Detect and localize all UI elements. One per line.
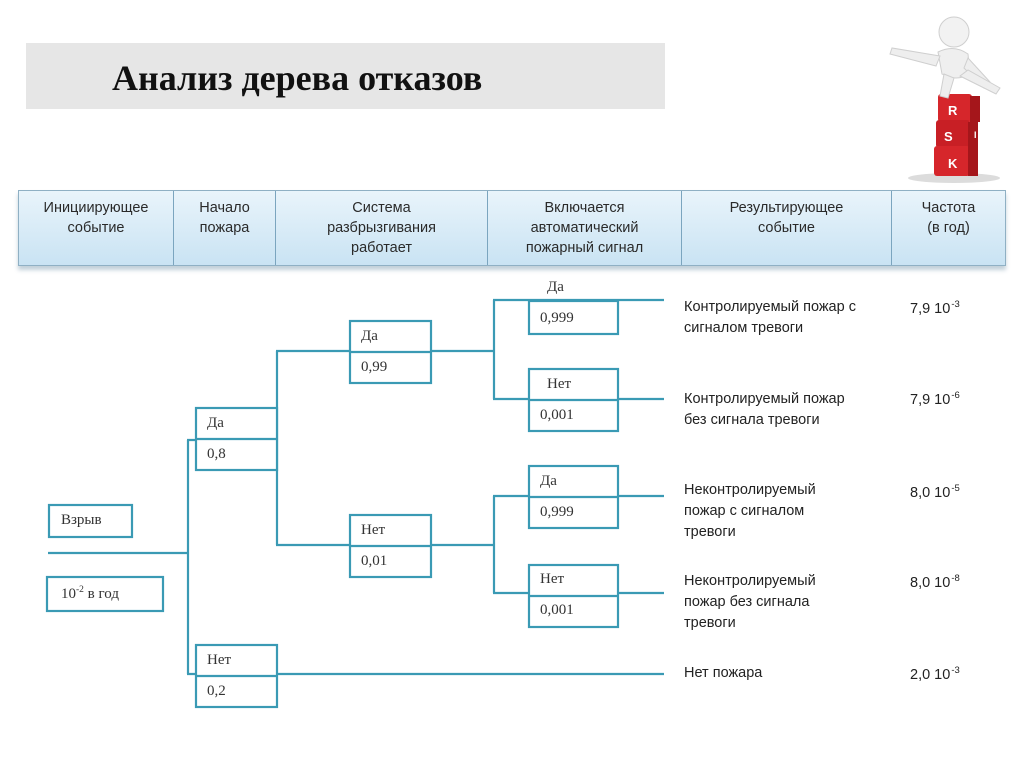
cube-letter: R	[948, 103, 958, 118]
alarm-no-1-value: 0,001	[540, 407, 574, 423]
cube-letter: S	[944, 129, 953, 144]
page-title: Анализ дерева отказов	[112, 58, 483, 98]
frequency-base: 2,0 10	[910, 667, 951, 683]
initiating-frequency-base: 10	[61, 586, 76, 602]
alarm-no-2-label: Нет	[540, 571, 565, 587]
header-alarm: Включается автоматический пожарный сигна…	[488, 191, 682, 265]
frequency-base: 8,0 10	[910, 485, 951, 501]
risk-mascot-icon: R I S K	[889, 16, 1001, 183]
cube-letter: K	[948, 156, 958, 171]
outcome-event: Контролируемый пожар без сигнала тревоги	[684, 391, 845, 428]
outcome-event: Неконтролируемый пожар с сигналом тревог…	[684, 482, 816, 540]
initiating-frequency-unit: в год	[83, 586, 119, 602]
frequency-exponent: -8	[951, 573, 960, 584]
initiating-frequency-exponent: -2	[76, 585, 84, 595]
frequency-base: 8,0 10	[910, 575, 951, 591]
outcome-frequency: 7,9 10-6	[910, 390, 960, 408]
frequency-exponent: -6	[951, 390, 960, 401]
sprinkler-no-label: Нет	[361, 522, 386, 538]
title-bar: Анализ дерева отказов	[26, 43, 665, 109]
header-initiating-event: Инициирующее событие	[19, 191, 174, 265]
outcome-frequency: 2,0 10-3	[910, 665, 960, 683]
alarm-no-1-label: Нет	[547, 376, 572, 392]
header-fire-start: Начало пожара	[174, 191, 276, 265]
frequency-exponent: -5	[951, 483, 960, 494]
alarm-yes-1-label: Да	[547, 279, 564, 295]
alarm-yes-2-label: Да	[540, 473, 557, 489]
fire-yes-label: Да	[207, 415, 224, 431]
outcome-event: Неконтролируемый пожар без сигнала трево…	[684, 573, 816, 631]
outcome-event: Нет пожара	[684, 665, 763, 681]
header-sprinkler: Система разбрызгивания работает	[276, 191, 488, 265]
initiating-event-label: Взрыв	[61, 512, 102, 528]
frequency-base: 7,9 10	[910, 392, 951, 408]
sprinkler-yes-value: 0,99	[361, 359, 388, 375]
frequency-base: 7,9 10	[910, 301, 951, 317]
outcome-frequency: 8,0 10-5	[910, 483, 960, 501]
alarm-yes-1-value: 0,999	[540, 310, 574, 326]
outcome-frequency: 8,0 10-8	[910, 573, 960, 591]
outcome-frequency: 7,9 10-3	[910, 299, 960, 317]
initiating-label-box	[47, 503, 134, 539]
header-result: Результирующее событие	[682, 191, 892, 265]
initiating-event-frequency: 10-2 в год	[61, 585, 119, 603]
sprinkler-no-value: 0,01	[361, 553, 388, 569]
sprinkler-yes-label: Да	[361, 328, 378, 344]
fire-no-label: Нет	[207, 652, 232, 668]
alarm-no-2-value: 0,001	[540, 602, 574, 618]
outcome-event: Контролируемый пожар с сигналом тревоги	[684, 299, 856, 336]
frequency-exponent: -3	[951, 665, 960, 676]
header-table: Инициирующее событие Начало пожара Систе…	[18, 190, 1006, 266]
cube-letter: I	[974, 130, 977, 140]
header-frequency: Частота (в год)	[921, 200, 976, 236]
fire-yes-value: 0,8	[207, 446, 226, 462]
alarm-yes-1-box	[527, 299, 620, 336]
alarm-yes-2-value: 0,999	[540, 504, 574, 520]
frequency-exponent: -3	[951, 299, 960, 310]
fire-no-value: 0,2	[207, 683, 226, 699]
initiating-frequency-box	[45, 575, 165, 613]
